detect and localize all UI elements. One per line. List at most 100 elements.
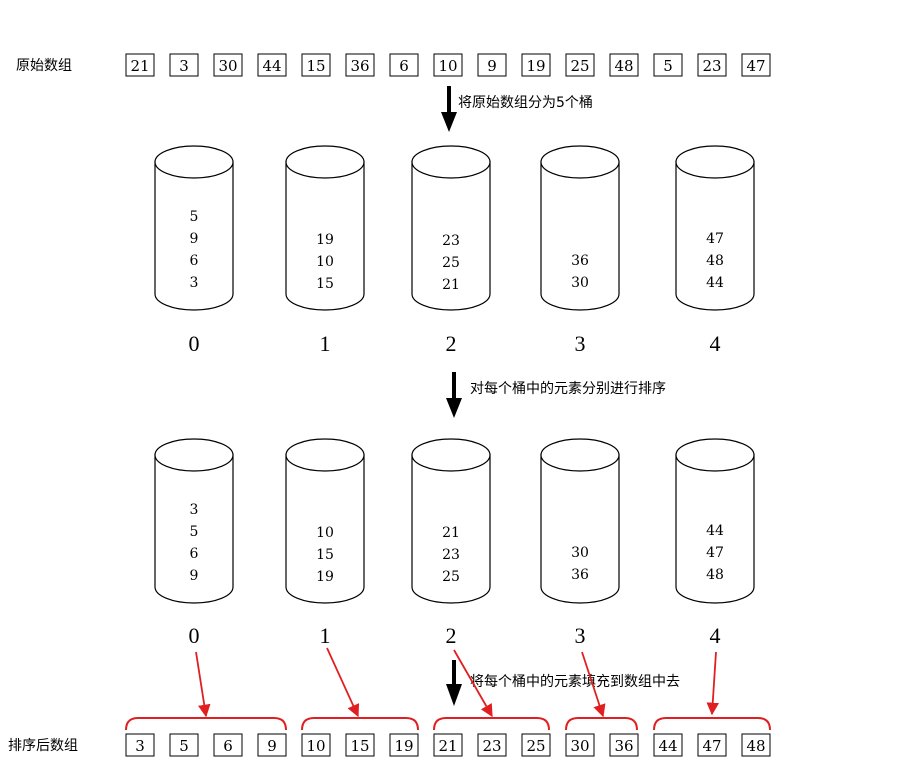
- bucket-value: 5: [190, 209, 199, 225]
- mapping-arrow: [195, 651, 211, 718]
- original-array-value: 21: [130, 57, 149, 75]
- bucket-brace: [125, 717, 287, 731]
- bucket-index: 3: [575, 623, 586, 648]
- original-array-cell: 47: [741, 53, 771, 77]
- bucket-body: [675, 454, 755, 604]
- bucket-value: 10: [316, 525, 334, 541]
- mapping-arrow: [453, 649, 493, 718]
- bucket-index: 2: [446, 623, 457, 648]
- step2-caption: 对每个桶中的元素分别进行排序: [470, 381, 666, 397]
- original-array-cell: 36: [345, 53, 375, 77]
- original-array-cell: 6: [389, 53, 419, 77]
- bucket-value: 15: [316, 276, 334, 292]
- original-array-value: 48: [614, 57, 633, 75]
- sorted-array-value: 15: [350, 737, 369, 755]
- sorted-array-cell: 25: [521, 733, 551, 757]
- sorted-array-cell: 30: [565, 733, 595, 757]
- bucket-value: 36: [571, 253, 589, 269]
- bucket-2: 23 25 21 2: [411, 145, 491, 356]
- bucket-value: 47: [706, 231, 724, 247]
- sorted-array-cell: 21: [433, 733, 463, 757]
- sorted-array-cell: 10: [301, 733, 331, 757]
- sorted-array-value: 47: [702, 737, 721, 755]
- sorted-array-cell: 47: [697, 733, 727, 757]
- step3-arrow: [446, 660, 462, 706]
- original-array-value: 10: [438, 57, 457, 75]
- bucket-value: 36: [571, 567, 589, 583]
- mapping-arrow: [706, 651, 720, 716]
- mapping-arrow: [581, 651, 606, 718]
- bucket-index: 0: [189, 331, 200, 356]
- sorted-array-cell: 44: [653, 733, 683, 757]
- original-array-cell: 21: [125, 53, 155, 77]
- bucket-rim: [154, 145, 234, 179]
- bucket-value: 48: [706, 567, 724, 583]
- original-array-value: 9: [487, 57, 497, 75]
- bucket-value: 48: [706, 253, 724, 269]
- step3-caption: 将每个桶中的元素填充到数组中去: [470, 674, 680, 690]
- step2-arrow: [446, 372, 462, 418]
- sorted-array-cell: 48: [741, 733, 771, 757]
- bucket-value: 44: [706, 275, 724, 291]
- bucket-body: [540, 161, 620, 311]
- bucket-value: 6: [190, 253, 199, 269]
- bucket-rim: [285, 438, 365, 472]
- original-array-value: 15: [306, 57, 325, 75]
- bucket-rim: [411, 145, 491, 179]
- sorted-array-value: 30: [570, 737, 589, 755]
- bucket-value: 44: [706, 523, 724, 539]
- bucket-index: 2: [446, 331, 457, 356]
- original-array-cell: 44: [257, 53, 287, 77]
- original-array-cell: 3: [169, 53, 199, 77]
- original-array-value: 3: [179, 57, 189, 75]
- bucket-body: [411, 161, 491, 311]
- step1-arrow: [441, 86, 457, 132]
- bucket-body: [285, 161, 365, 311]
- bucket-brace: [653, 717, 771, 731]
- original-array-cell: 30: [213, 53, 243, 77]
- bucket-0: 3 5 6 9 0: [154, 438, 234, 648]
- original-array-value: 36: [350, 57, 369, 75]
- original-array-label: 原始数组: [16, 58, 72, 74]
- sorted-array-value: 6: [223, 737, 233, 755]
- sorted-array-value: 48: [746, 737, 765, 755]
- bucket-value: 6: [190, 546, 199, 562]
- bucket-value: 3: [190, 275, 199, 291]
- original-array-cell: 5: [653, 53, 683, 77]
- bucket-value: 10: [316, 254, 334, 270]
- bucket-rim: [540, 438, 620, 472]
- bucket-value: 23: [442, 233, 460, 249]
- sorted-array-cell: 9: [257, 733, 287, 757]
- sorted-array-value: 23: [482, 737, 501, 755]
- bucket-index: 4: [710, 331, 721, 356]
- bucket-body: [154, 454, 234, 604]
- bucket-value: 47: [706, 545, 724, 561]
- bucket-body: [540, 454, 620, 604]
- bucket-value: 5: [190, 524, 199, 540]
- original-array-value: 23: [702, 57, 721, 75]
- original-array-value: 44: [262, 57, 281, 75]
- bucket-value: 21: [442, 277, 460, 293]
- sorted-array-value: 9: [267, 737, 277, 755]
- bucket-value: 25: [442, 255, 460, 271]
- sorted-array-cell: 6: [213, 733, 243, 757]
- bucket-value: 9: [190, 568, 199, 584]
- bucket-value: 3: [190, 502, 199, 518]
- bucket-body: [154, 161, 234, 311]
- original-array-cell: 23: [697, 53, 727, 77]
- bucket-brace: [565, 717, 638, 731]
- sorted-array-cell: 15: [345, 733, 375, 757]
- step1-caption: 将原始数组分为5个桶: [458, 95, 593, 111]
- bucket-rim: [540, 145, 620, 179]
- bucket-index: 0: [189, 623, 200, 648]
